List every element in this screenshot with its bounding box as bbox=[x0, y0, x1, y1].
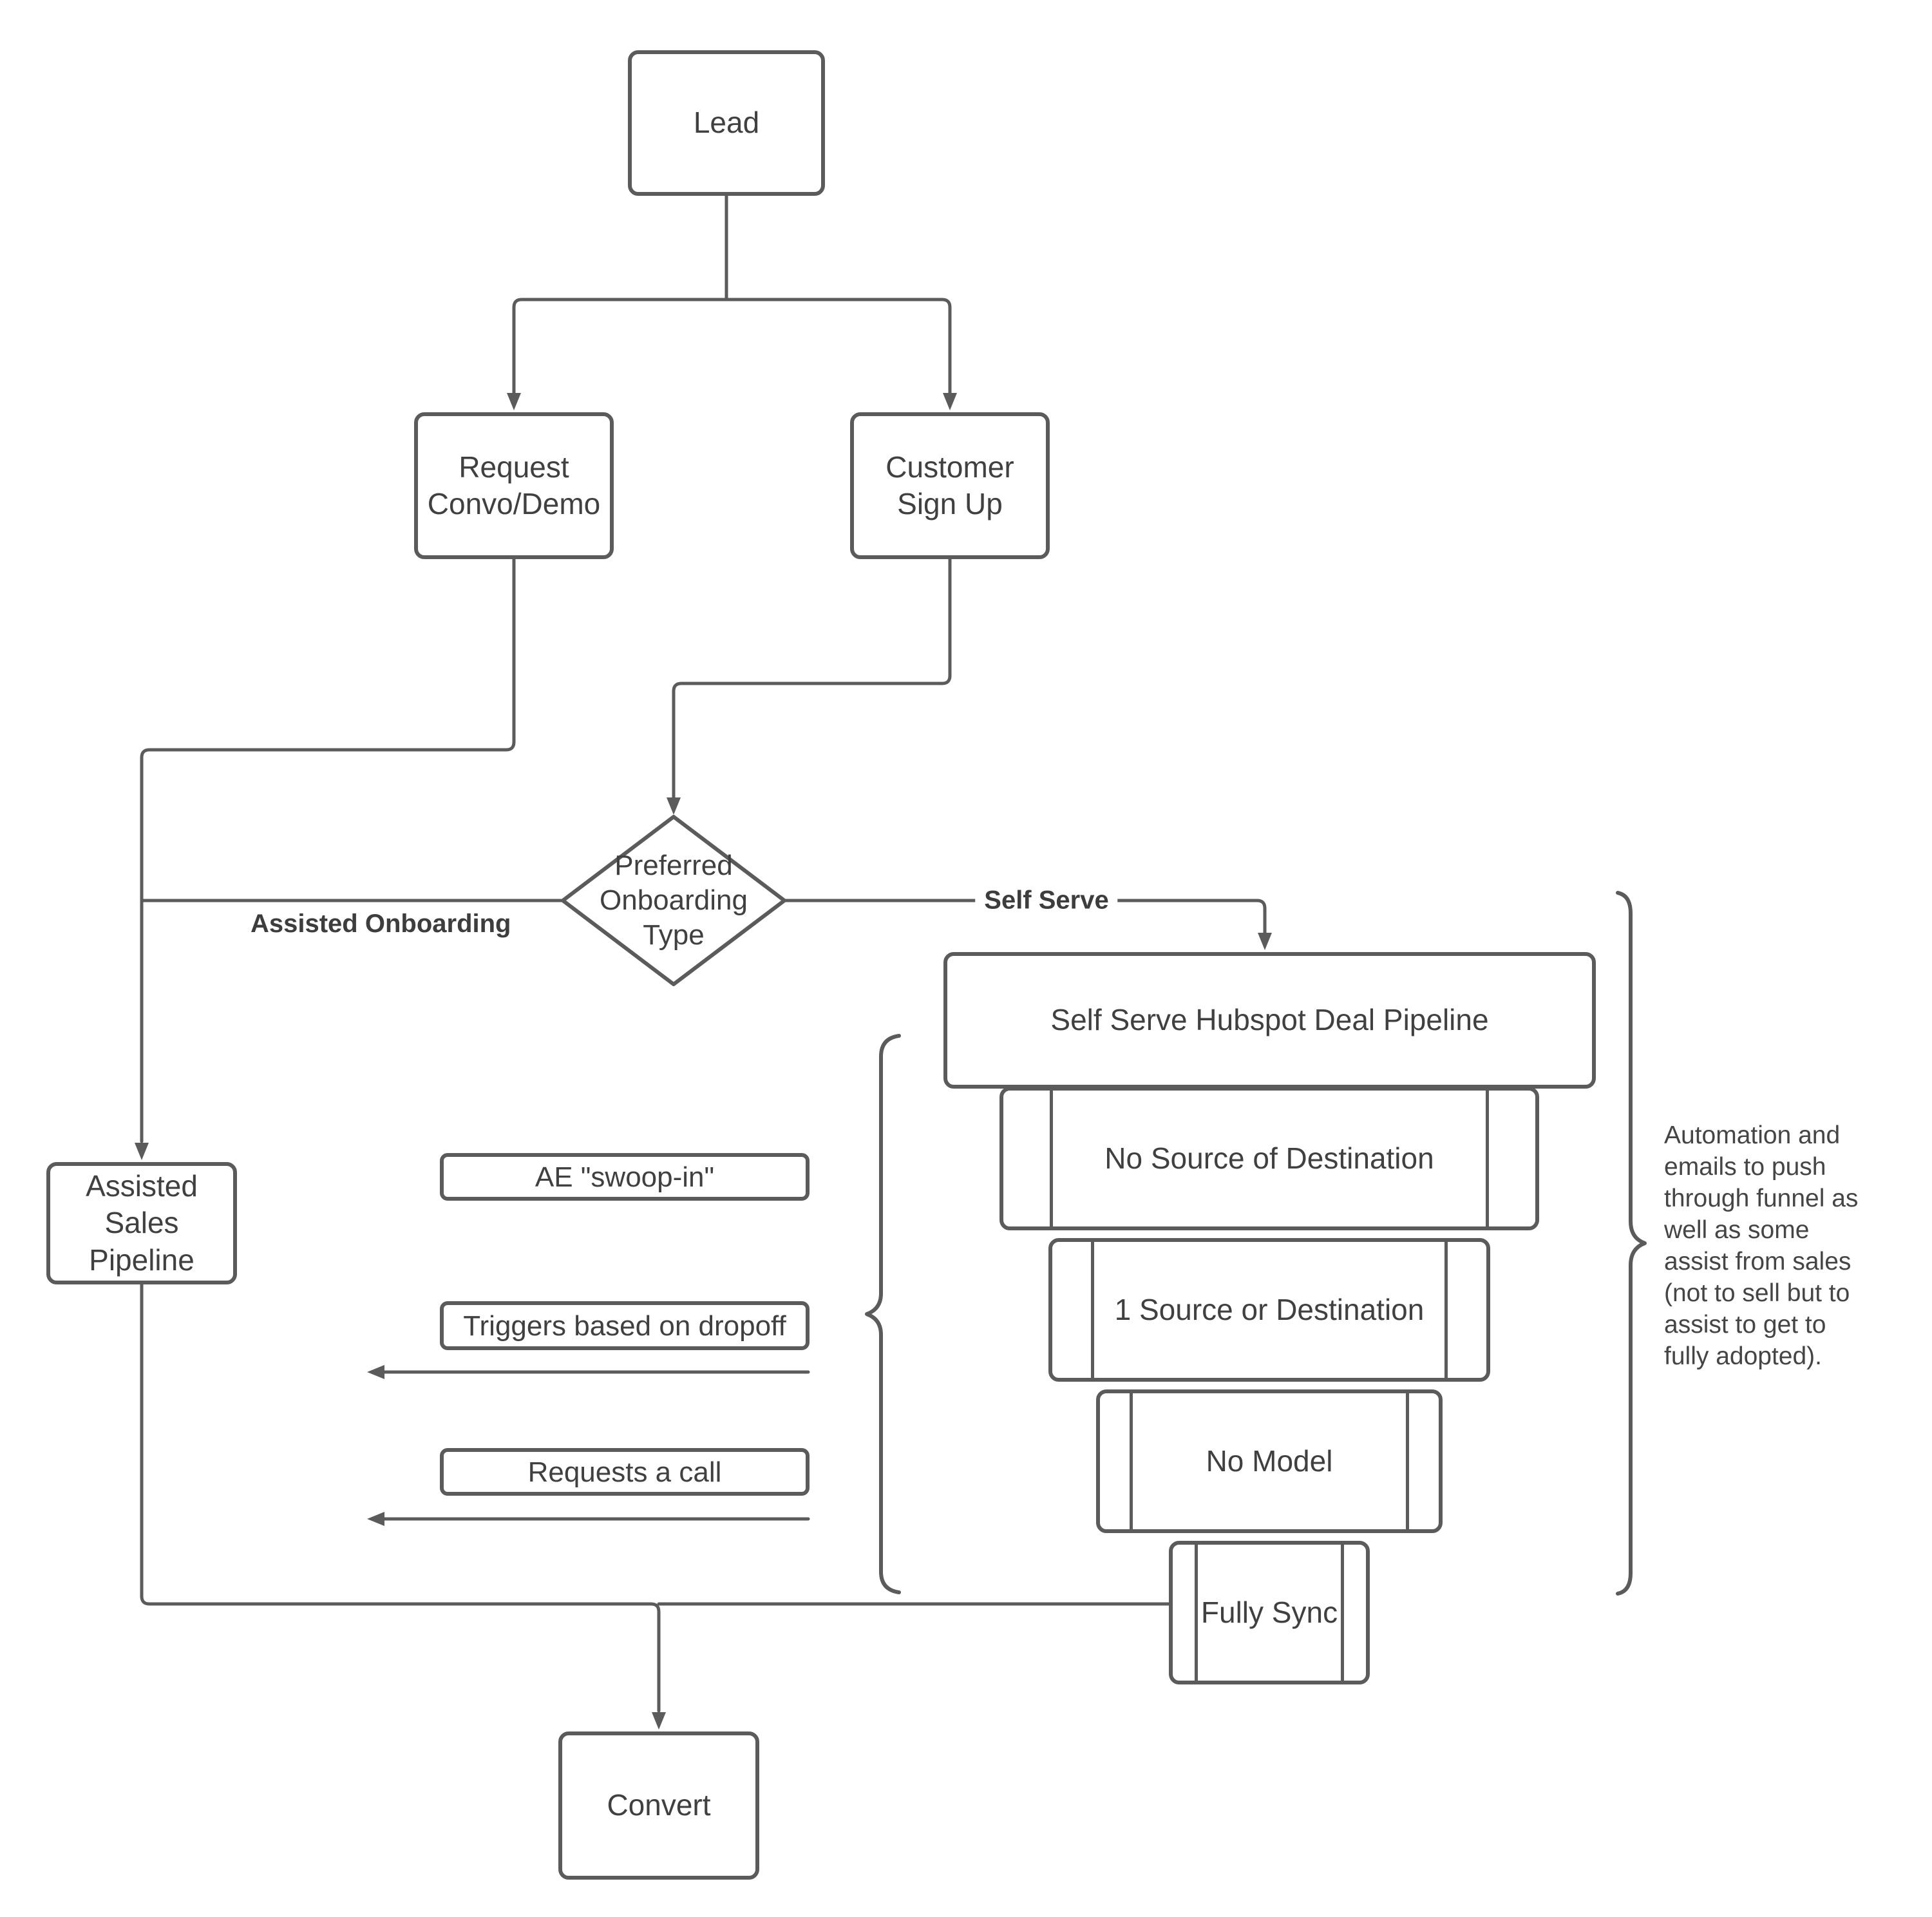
arrowhead bbox=[1258, 933, 1272, 950]
side-bar bbox=[1444, 1242, 1448, 1378]
node-label: No Model bbox=[1206, 1444, 1333, 1478]
edge-assisted-to-convert bbox=[140, 1283, 661, 1713]
node-label: No Source of Destination bbox=[1104, 1141, 1434, 1175]
edge-diamond-to-pipeline bbox=[782, 899, 1267, 935]
node-label: 1 Source or Destination bbox=[1114, 1292, 1425, 1326]
node-ae-swoop-in: AE "swoop-in" bbox=[440, 1153, 810, 1201]
node-self-serve-hubspot-deal-pipeline: Self Serve Hubspot Deal Pipeline bbox=[943, 952, 1596, 1089]
side-bar bbox=[1406, 1393, 1409, 1529]
arrowhead bbox=[367, 1512, 384, 1526]
node-customer-sign-up: Customer Sign Up bbox=[850, 412, 1050, 559]
node-fully-sync: Fully Sync bbox=[1169, 1541, 1370, 1684]
arrowhead bbox=[367, 1365, 384, 1379]
edge-signup-to-diamond bbox=[672, 557, 952, 799]
node-label: Fully Sync bbox=[1200, 1595, 1338, 1629]
node-one-source-or-destination: 1 Source or Destination bbox=[1048, 1238, 1490, 1382]
node-convert: Convert bbox=[558, 1731, 759, 1880]
edge-split-branches bbox=[512, 298, 952, 396]
node-no-source-of-destination: No Source of Destination bbox=[999, 1087, 1539, 1230]
side-bar bbox=[1091, 1242, 1094, 1378]
decision-diamond-shape bbox=[561, 815, 786, 986]
node-lead: Lead bbox=[628, 50, 825, 196]
arrowhead bbox=[507, 393, 521, 410]
arrowhead bbox=[943, 393, 957, 410]
node-triggers-based-on-dropoff: Triggers based on dropoff bbox=[440, 1301, 810, 1350]
arrowhead bbox=[135, 1143, 149, 1160]
node-assisted-sales-pipeline: Assisted Sales Pipeline bbox=[46, 1162, 237, 1284]
side-bar bbox=[1130, 1393, 1133, 1529]
side-bar bbox=[1050, 1091, 1053, 1226]
edge-request-to-assisted bbox=[140, 557, 516, 1143]
funnel-annotation: Automation and emails to push through fu… bbox=[1664, 1121, 1859, 1370]
node-preferred-onboarding-type: Preferred Onboarding Type bbox=[600, 850, 748, 951]
left-brace bbox=[865, 1034, 901, 1594]
right-brace bbox=[1616, 891, 1647, 1596]
side-bar bbox=[1486, 1091, 1489, 1226]
edge-label-assisted-onboarding: Assisted Onboarding bbox=[251, 910, 511, 938]
arrowhead bbox=[667, 797, 681, 815]
node-request-convo-demo: Request Convo/Demo bbox=[414, 412, 614, 559]
side-bar bbox=[1195, 1545, 1198, 1681]
side-bar bbox=[1341, 1545, 1344, 1681]
node-no-model: No Model bbox=[1096, 1389, 1443, 1533]
edge-label-self-serve: Self Serve bbox=[975, 886, 1118, 915]
arrowhead bbox=[652, 1712, 666, 1730]
node-requests-a-call: Requests a call bbox=[440, 1448, 810, 1496]
